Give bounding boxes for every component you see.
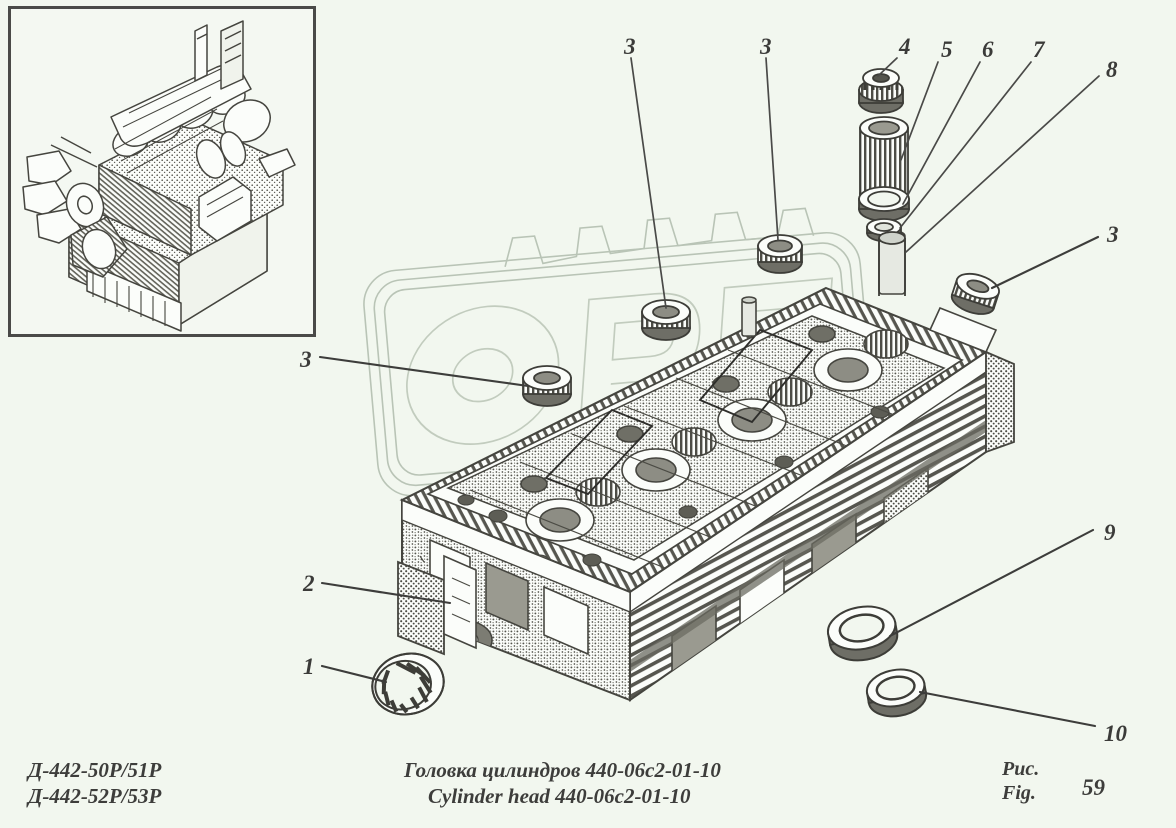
- leader-5: [900, 61, 939, 161]
- callout-3a: 3: [300, 347, 312, 372]
- callout-3b: 3: [624, 34, 636, 59]
- figure-title-ru: Головка цилиндров 440-06с2-01-10: [404, 758, 721, 782]
- callout-8: 8: [1106, 57, 1118, 82]
- leader-3c: [765, 57, 779, 241]
- figure-label-block: Рис. Fig.: [1002, 757, 1039, 806]
- leader-8: [905, 75, 1100, 253]
- engine-model-block: Д-442-50Р/51Р Д-442-52Р/53Р: [28, 758, 161, 809]
- leader-4: [877, 57, 898, 77]
- callout-10: 10: [1104, 721, 1127, 746]
- callout-6: 6: [982, 37, 994, 62]
- leader-2: [320, 581, 452, 605]
- leader-9: [888, 528, 1095, 638]
- callout-2: 2: [303, 571, 315, 596]
- leader-7: [899, 61, 1032, 229]
- figure-title-en: Cylinder head 440-06c2-01-10: [428, 783, 691, 808]
- engine-overview-illustration: [22, 20, 296, 332]
- figure-label-ru: Рис.: [1002, 758, 1040, 780]
- figure-title-block: Головка цилиндров 440-06с2-01-10 Cylinde…: [404, 758, 721, 809]
- callout-4: 4: [899, 34, 911, 59]
- figure-number: 59: [1082, 775, 1105, 800]
- engine-overview-inset: [8, 6, 316, 337]
- leader-6: [902, 61, 981, 205]
- callout-3c: 3: [760, 34, 772, 59]
- leader-3b: [630, 57, 667, 309]
- callout-9: 9: [1104, 520, 1116, 545]
- leader-3d: [990, 235, 1100, 290]
- engine-model-line-1: Д-442-50Р/51Р: [28, 758, 162, 782]
- engine-model-line-2: Д-442-52Р/53Р: [28, 783, 162, 808]
- leader-10: [918, 690, 1097, 728]
- callout-7: 7: [1033, 37, 1045, 62]
- callout-1: 1: [303, 654, 315, 679]
- figure-label-en: Fig.: [1002, 782, 1036, 805]
- leader-1: [320, 664, 388, 684]
- callout-5: 5: [941, 37, 953, 62]
- callout-3d: 3: [1107, 222, 1119, 247]
- leader-3a: [318, 355, 530, 388]
